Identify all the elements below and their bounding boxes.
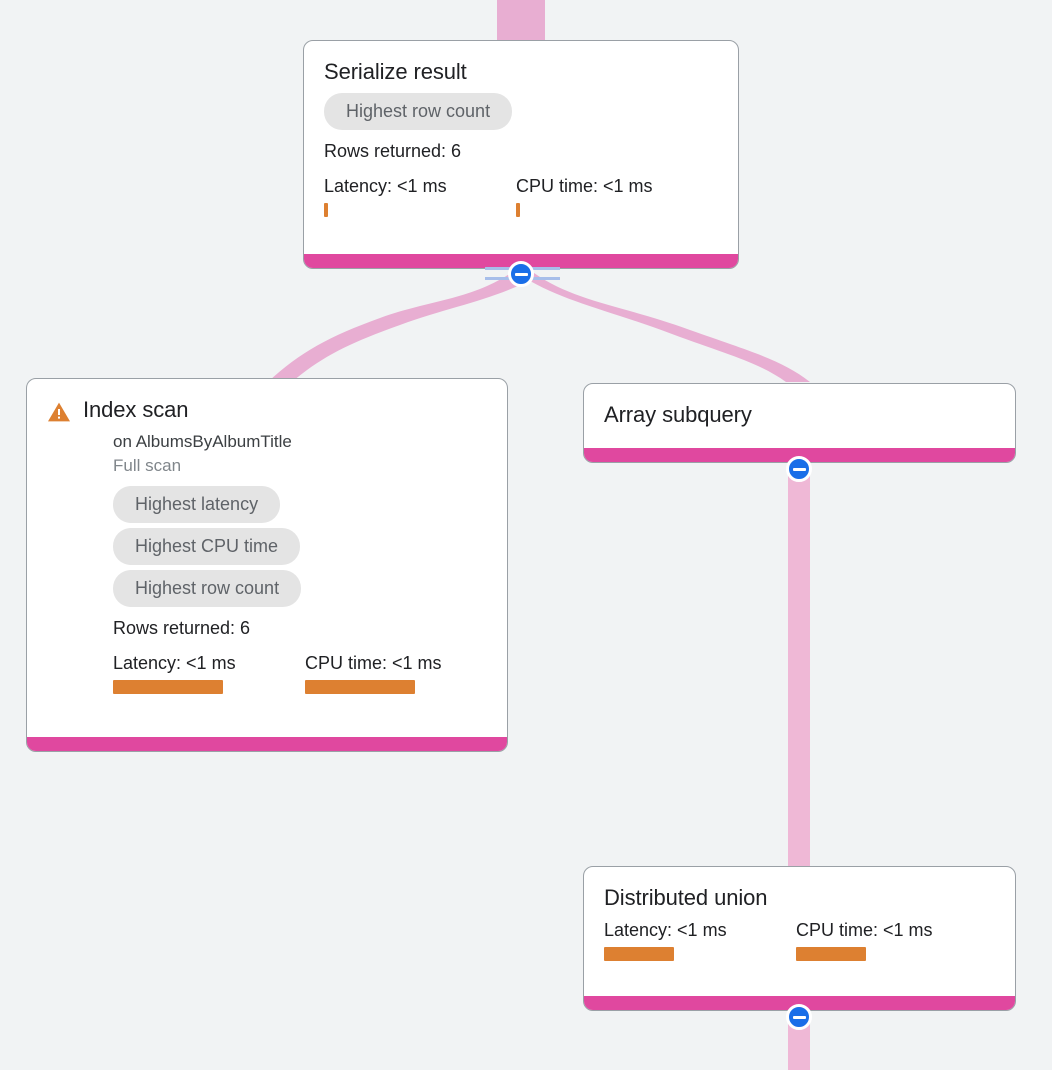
metric-latency-bar xyxy=(324,203,328,217)
node-body: Distributed union Latency: <1 ms CPU tim… xyxy=(584,867,1015,996)
collapse-button-distributed-union[interactable] xyxy=(786,1004,812,1030)
metric-latency-bar xyxy=(113,680,223,694)
node-metrics: Latency: <1 ms CPU time: <1 ms xyxy=(324,175,718,217)
collapse-rule-left xyxy=(485,267,523,280)
metric-cpu-time: CPU time: <1 ms xyxy=(305,652,442,694)
edge-serialize-to-array-subquery xyxy=(525,273,810,382)
node-accent-bar xyxy=(27,737,507,751)
metric-cpu-time-label: CPU time: <1 ms xyxy=(516,176,653,196)
node-badges: Highest latency Highest CPU time Highest… xyxy=(113,486,487,607)
metric-cpu-time-bar xyxy=(796,947,866,961)
node-title-row: Serialize result xyxy=(324,59,718,85)
metric-latency-bar xyxy=(604,947,674,961)
node-title: Distributed union xyxy=(604,885,768,910)
node-accent-bar xyxy=(584,996,1015,1010)
node-title: Array subquery xyxy=(604,402,752,427)
node-title-row: Index scan xyxy=(47,397,487,424)
edge-serialize-to-index-scan xyxy=(268,273,538,382)
collapse-button-serialize-result[interactable] xyxy=(508,261,534,287)
metric-cpu-time: CPU time: <1 ms xyxy=(796,919,933,961)
node-title-row: Array subquery xyxy=(604,402,995,428)
metric-cpu-time-bar xyxy=(516,203,520,217)
metric-cpu-time-bar xyxy=(305,680,415,694)
metric-latency-label: Latency: <1 ms xyxy=(113,653,236,673)
collapse-button-array-subquery[interactable] xyxy=(786,456,812,482)
node-scan-type: Full scan xyxy=(113,456,182,475)
collapse-rule-right xyxy=(522,267,560,280)
rows-returned: Rows returned: 6 xyxy=(113,618,251,638)
node-title-row: Distributed union xyxy=(604,885,995,911)
metric-latency: Latency: <1 ms xyxy=(324,175,516,217)
node-title: Index scan xyxy=(83,397,189,422)
node-body: Serialize result Highest row count Rows … xyxy=(304,41,738,254)
node-metrics: Latency: <1 ms CPU time: <1 ms xyxy=(604,919,995,961)
node-detail-block: on AlbumsByAlbumTitle Full scan Highest … xyxy=(47,430,487,694)
node-body: Array subquery xyxy=(584,384,1015,448)
metric-cpu-time-label: CPU time: <1 ms xyxy=(305,653,442,673)
node-array-subquery[interactable]: Array subquery xyxy=(583,383,1016,463)
node-metrics: Latency: <1 ms CPU time: <1 ms xyxy=(113,652,487,694)
metric-cpu-time: CPU time: <1 ms xyxy=(516,175,653,217)
metric-latency-label: Latency: <1 ms xyxy=(324,176,447,196)
node-index-scan[interactable]: Index scan on AlbumsByAlbumTitle Full sc… xyxy=(26,378,508,752)
metric-latency-label: Latency: <1 ms xyxy=(604,920,727,940)
node-badges: Highest row count xyxy=(324,93,718,130)
metric-cpu-time-label: CPU time: <1 ms xyxy=(796,920,933,940)
rows-returned: Rows returned: 6 xyxy=(324,141,462,161)
node-title: Serialize result xyxy=(324,59,467,84)
edge-array-subquery-to-distributed-union xyxy=(788,462,810,874)
badge-highest-cpu-time: Highest CPU time xyxy=(113,528,301,565)
metric-latency: Latency: <1 ms xyxy=(113,652,305,694)
badge-highest-latency: Highest latency xyxy=(113,486,281,523)
node-body: Index scan on AlbumsByAlbumTitle Full sc… xyxy=(27,379,507,737)
node-accent-bar xyxy=(584,448,1015,462)
warning-triangle-icon xyxy=(48,402,70,422)
badge-highest-row-count: Highest row count xyxy=(113,570,302,607)
node-distributed-union[interactable]: Distributed union Latency: <1 ms CPU tim… xyxy=(583,866,1016,1011)
badge-highest-row-count: Highest row count xyxy=(324,93,513,130)
node-subtitle: on AlbumsByAlbumTitle xyxy=(113,432,292,451)
node-serialize-result[interactable]: Serialize result Highest row count Rows … xyxy=(303,40,739,269)
metric-latency: Latency: <1 ms xyxy=(604,919,796,961)
edge-top-into-serialize xyxy=(497,0,545,42)
